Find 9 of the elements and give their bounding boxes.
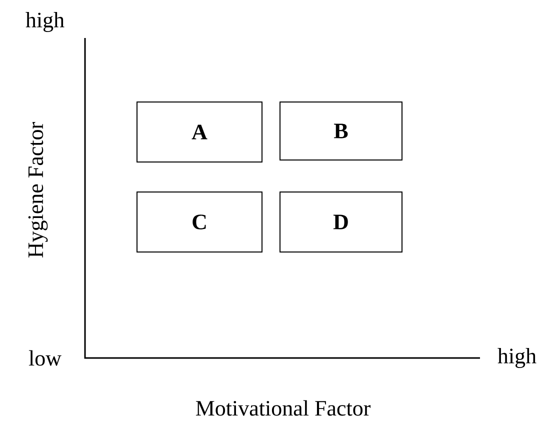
quadrant-box: D [280, 192, 402, 252]
axis-title: Hygiene Factor [28, 122, 48, 258]
axis-title: Motivational Factor [196, 400, 370, 416]
axis-label: high [498, 348, 536, 368]
quadrant-box: B [280, 102, 402, 160]
axis-label: high [26, 12, 64, 32]
quadrant-box: A [136, 102, 262, 162]
quadrant-box: C [136, 192, 262, 252]
axis-label: low [28, 350, 62, 366]
